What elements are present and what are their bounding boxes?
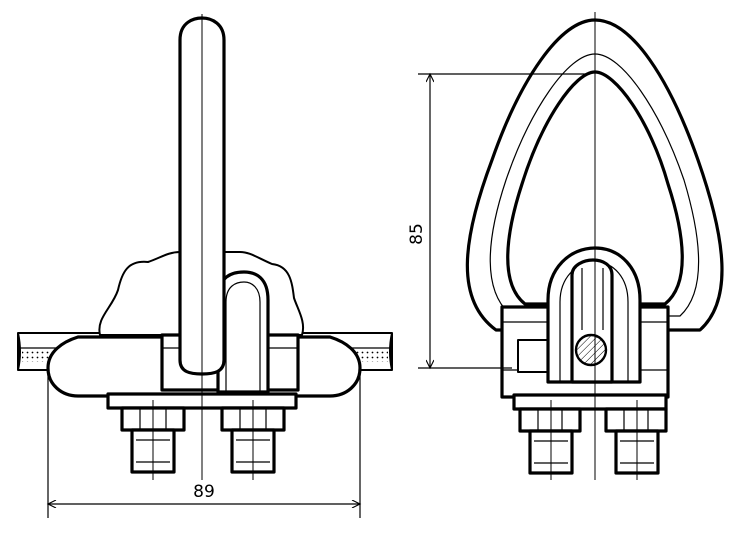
pin-section — [574, 333, 608, 367]
front-right-bolt — [604, 407, 668, 475]
dimension-width: 89 — [48, 372, 360, 518]
side-view: 89 — [17, 14, 393, 518]
front-left-bolt — [518, 407, 582, 475]
dimension-width-label: 89 — [193, 482, 215, 502]
dimension-height-label: 85 — [407, 223, 427, 245]
front-view: 85 — [407, 12, 724, 480]
dimension-height: 85 — [407, 74, 590, 368]
front-bottom-plate — [512, 393, 668, 411]
